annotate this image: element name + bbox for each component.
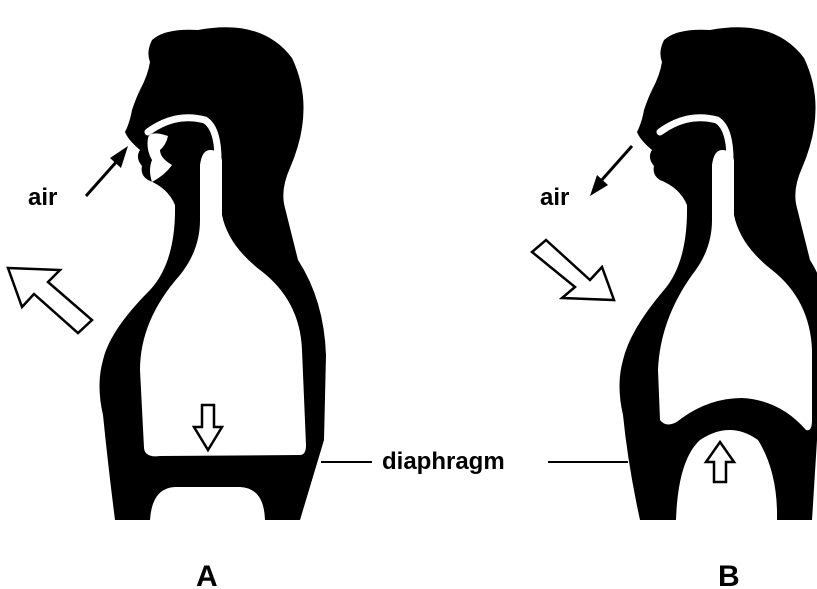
body-silhouette-a (100, 27, 327, 520)
diaphragm-down-arrow-a (194, 405, 222, 450)
air-arrow-b (600, 146, 632, 182)
diaphragm-label: diaphragm (382, 448, 505, 475)
panel-b: air B (532, 27, 817, 589)
air-label-a: air (28, 184, 57, 211)
chest-contraction-arrow-b (532, 240, 614, 300)
chest-expansion-arrow-a (8, 268, 92, 333)
air-label-b: air (540, 184, 569, 211)
panel-label-a: A (196, 560, 218, 589)
panel-label-b: B (718, 560, 740, 589)
diaphragm-callout: diaphragm (321, 448, 628, 475)
panel-a: air A (8, 27, 326, 589)
diaphragm-up-arrow-b (706, 442, 734, 482)
air-arrow-a (86, 160, 118, 196)
